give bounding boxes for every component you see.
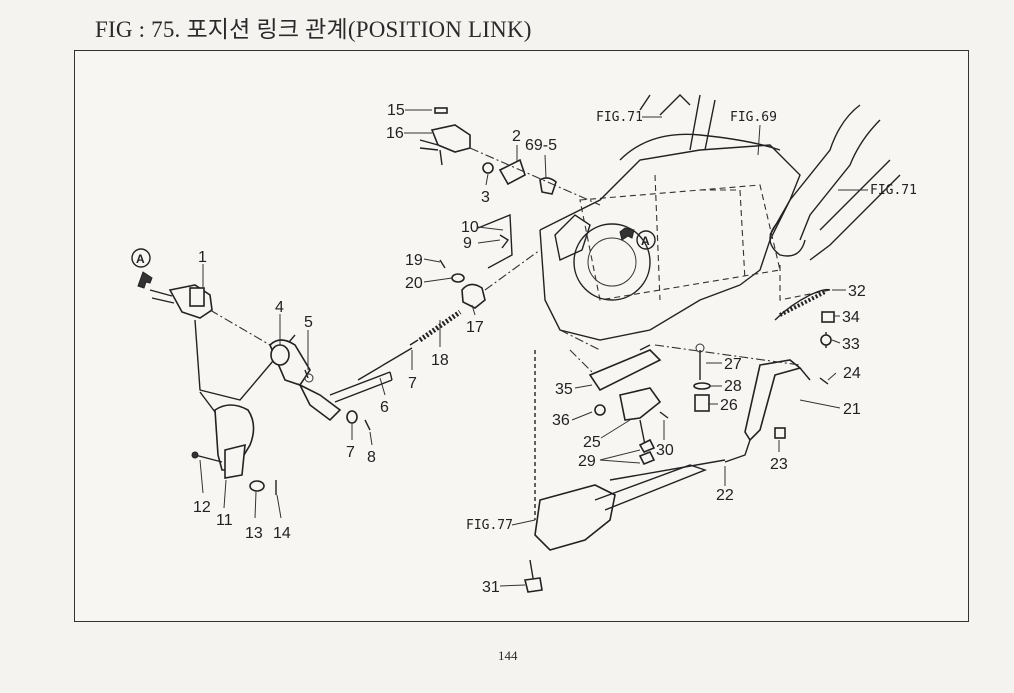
engine-housing xyxy=(539,94,901,381)
callout-3: 3 xyxy=(481,189,490,206)
callout-69-5: 69-5 xyxy=(525,137,557,154)
callout-21: 21 xyxy=(843,401,861,418)
fig-ref-77: FIG.77 xyxy=(466,518,513,533)
callout-1: 1 xyxy=(198,249,207,266)
callout-30: 30 xyxy=(656,442,674,459)
fig-ref-69: FIG.69 xyxy=(730,110,777,125)
callout-27: 27 xyxy=(724,356,742,373)
callout-7-upper: 7 xyxy=(408,375,417,392)
page-title: FIG : 75. 포지션 링크 관계(POSITION LINK) xyxy=(95,17,532,42)
callout-labels: 1 4 5 6 7 7 8 12 11 13 14 15 16 2 69-5 3… xyxy=(193,102,866,596)
callout-18: 18 xyxy=(431,352,449,369)
callout-2: 2 xyxy=(512,128,521,145)
callout-11: 11 xyxy=(216,512,233,529)
callout-9: 9 xyxy=(463,235,472,252)
leader-lines xyxy=(199,109,846,587)
callout-29: 29 xyxy=(578,453,596,470)
diagram-frame xyxy=(74,50,969,622)
callout-24: 24 xyxy=(843,365,861,382)
page-number: 144 xyxy=(498,648,518,663)
callout-19: 19 xyxy=(405,252,423,269)
callout-23: 23 xyxy=(770,456,788,473)
fig-ref-71-right: FIG.71 xyxy=(870,183,917,198)
callout-20: 20 xyxy=(405,275,423,292)
svg-text:A: A xyxy=(136,252,145,266)
callout-25: 25 xyxy=(583,434,601,451)
callout-35: 35 xyxy=(555,381,573,398)
callout-33: 33 xyxy=(842,336,860,353)
position-link-assembly xyxy=(149,107,601,495)
callout-31: 31 xyxy=(482,579,500,596)
marker-a-right: A xyxy=(619,227,656,250)
callout-13: 13 xyxy=(245,525,263,542)
callout-5: 5 xyxy=(304,314,313,331)
svg-text:A: A xyxy=(641,234,650,248)
callout-34: 34 xyxy=(842,309,860,326)
callout-14: 14 xyxy=(273,525,291,542)
callout-4: 4 xyxy=(275,299,284,316)
callout-28: 28 xyxy=(724,378,742,395)
lower-link-assembly xyxy=(524,288,835,593)
callout-16: 16 xyxy=(386,125,404,142)
callout-7-lower: 7 xyxy=(346,444,355,461)
callout-10: 10 xyxy=(461,219,479,236)
callout-6: 6 xyxy=(380,399,389,416)
callout-26: 26 xyxy=(720,397,738,414)
callout-15: 15 xyxy=(387,102,405,119)
callout-36: 36 xyxy=(552,412,570,429)
callout-12: 12 xyxy=(193,499,211,516)
callout-8: 8 xyxy=(367,449,376,466)
callout-22: 22 xyxy=(716,487,734,504)
callout-17: 17 xyxy=(466,319,484,336)
fig-ref-71-top: FIG.71 xyxy=(596,110,643,125)
marker-a-left: A xyxy=(131,248,153,289)
callout-32: 32 xyxy=(848,283,866,300)
